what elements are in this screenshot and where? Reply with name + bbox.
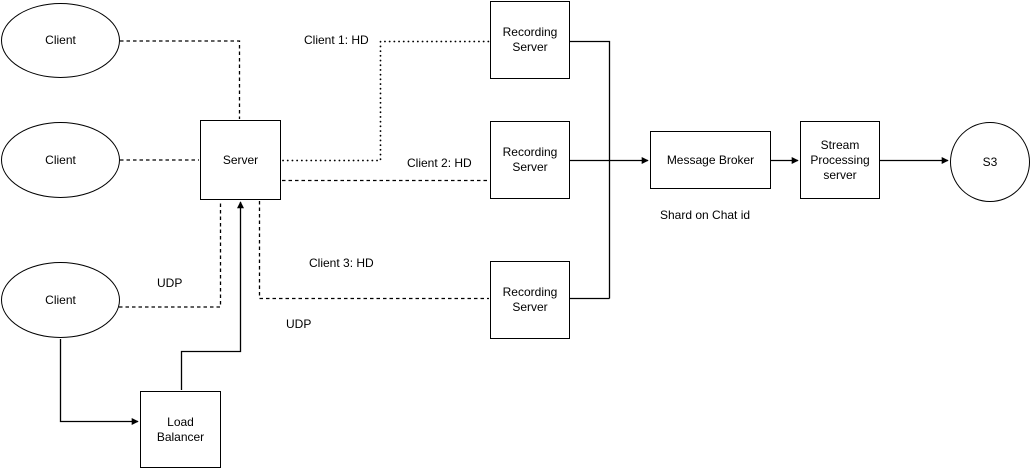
node-recording-server-3-label: Recording Server bbox=[502, 285, 558, 314]
edge-label-udp-1: UDP bbox=[157, 276, 183, 290]
node-recording-server-1-label: Recording Server bbox=[502, 25, 558, 54]
edge-load-balancer-to-server bbox=[180, 201, 244, 390]
edge-label-client-3-hd: Client 3: HD bbox=[309, 256, 374, 270]
node-client-1: Client bbox=[1, 3, 120, 78]
node-recording-server-1: Recording Server bbox=[490, 1, 570, 79]
node-client-1-label: Client bbox=[45, 33, 76, 47]
edge-label-client-1-hd: Client 1: HD bbox=[304, 33, 369, 47]
node-s3-label: S3 bbox=[982, 154, 998, 169]
node-client-2: Client bbox=[1, 122, 120, 198]
edge-label-udp-2: UDP bbox=[286, 317, 312, 331]
edge-client-bottom-to-server bbox=[119, 201, 222, 308]
node-client-2-label: Client bbox=[45, 152, 76, 167]
node-server: Server bbox=[200, 120, 281, 200]
node-s3: S3 bbox=[950, 122, 1030, 202]
edge-client-bottom-to-load-balancer bbox=[59, 339, 139, 425]
node-message-broker: Message Broker bbox=[650, 131, 771, 189]
node-message-broker-label: Message Broker bbox=[666, 152, 755, 167]
node-server-label: Server bbox=[222, 152, 259, 167]
edge-label-shard-on-chat-id: Shard on Chat id bbox=[660, 208, 751, 222]
node-stream-processing-server-label: Stream Processing server bbox=[810, 137, 870, 182]
edge-recording-1-to-junction bbox=[570, 40, 611, 299]
edge-server-to-recording-1 bbox=[282, 40, 490, 162]
node-load-balancer-label: Load Balancer bbox=[156, 414, 205, 444]
node-client-3: Client bbox=[1, 262, 120, 338]
node-client-3-label: Client bbox=[45, 292, 76, 307]
node-load-balancer: Load Balancer bbox=[140, 391, 221, 468]
edge-server-to-recording-3 bbox=[258, 201, 489, 300]
edge-label-client-2-hd: Client 2: HD bbox=[407, 156, 472, 170]
node-recording-server-3: Recording Server bbox=[490, 261, 570, 339]
node-stream-processing-server: Stream Processing server bbox=[800, 121, 880, 199]
edge-client-top-to-server bbox=[120, 40, 241, 119]
node-recording-server-2-label: Recording Server bbox=[502, 145, 558, 174]
node-recording-server-2: Recording Server bbox=[490, 121, 570, 199]
